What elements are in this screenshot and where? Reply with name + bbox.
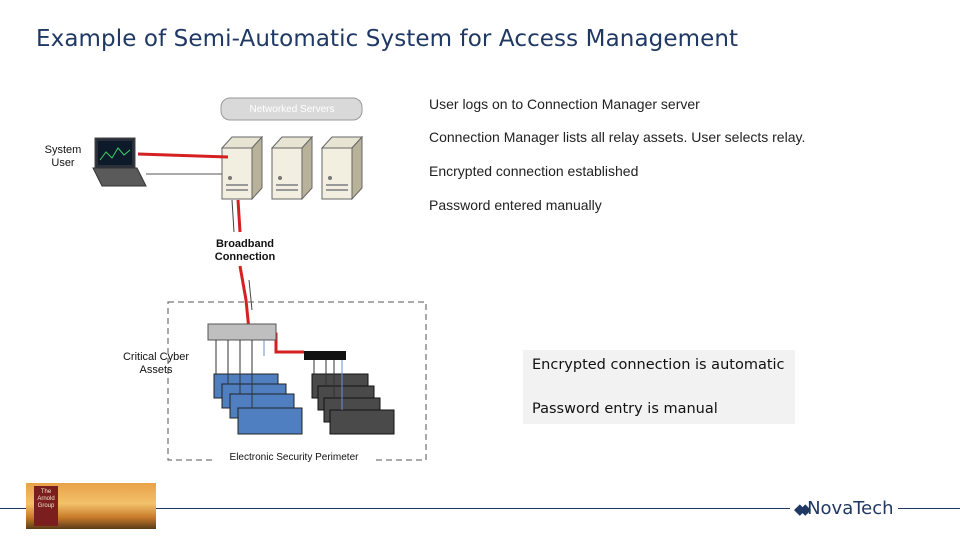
brand-name: NovaTech [807,498,894,519]
relay-stack-dark [311,360,395,435]
server-icon [220,135,264,201]
server-icon [320,135,364,201]
step-3: Encrypted connection established [429,163,639,179]
step-1: User logs on to Connection Manager serve… [429,96,700,112]
switch-icon [207,323,277,341]
security-perimeter-box [167,301,427,461]
callout-line-2: Password entry is manual [532,401,718,417]
step-4: Password entered manually [429,197,602,213]
novatech-logo: ◆◆ NovaTech [790,498,898,519]
page-title: Example of Semi-Automatic System for Acc… [36,26,739,52]
callout-box: Encrypted connection is automatic Passwo… [523,350,795,424]
server-icon [270,135,314,201]
critical-assets-label: Critical Cyber Assets [122,351,189,376]
networked-servers-banner: Networked Servers [220,97,363,121]
step-2: Connection Manager lists all relay asset… [429,129,806,145]
diamond-icon: ◆◆ [794,499,811,518]
gateway-icon [304,351,346,360]
relay-stack-blue [213,340,303,435]
broadband-label: Broadband Connection [214,238,276,263]
footer-divider [0,508,960,509]
laptop-icon [92,137,222,187]
broadband-line-top [236,199,242,233]
networked-servers-label: Networked Servers [249,104,334,115]
perimeter-label: Electronic Security Perimeter [229,452,359,463]
callout-line-1: Encrypted connection is automatic [532,357,785,373]
arnold-group-logo: The Arnold Group [34,486,58,526]
user-connection-line [137,152,229,159]
system-user-label: System User [44,144,82,169]
footer-photo: The Arnold Group [26,483,156,529]
